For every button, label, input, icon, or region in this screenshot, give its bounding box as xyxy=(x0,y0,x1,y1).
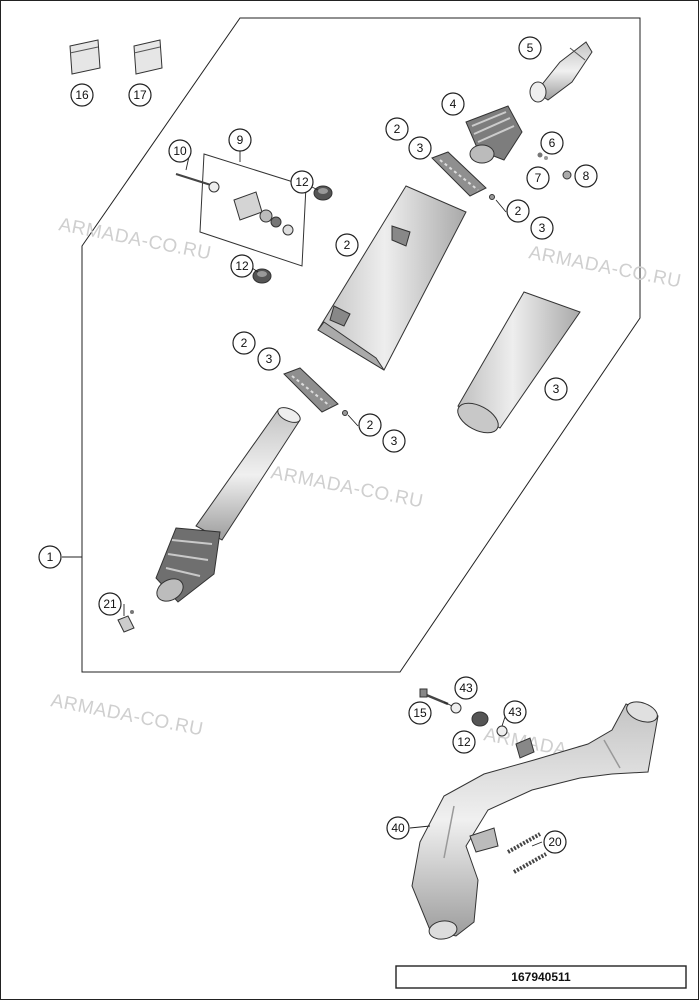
svg-text:40: 40 xyxy=(391,821,405,835)
gasket-lower xyxy=(283,367,339,413)
watermark-text: ARMADA-CO.RU xyxy=(49,690,205,740)
end-cap-part-5 xyxy=(529,41,593,103)
callout-43: 43 xyxy=(503,700,527,724)
insulation-part-3 xyxy=(457,291,581,434)
small-screw-part-6 xyxy=(537,152,543,158)
svg-text:20: 20 xyxy=(548,835,562,849)
grommet-part-12-top xyxy=(313,185,333,201)
callout-1: 1 xyxy=(38,545,62,569)
callout-10: 10 xyxy=(168,139,192,163)
rivet-lower xyxy=(342,410,348,416)
clamp-part-21 xyxy=(117,610,135,633)
callout-43: 43 xyxy=(454,676,478,700)
svg-text:3: 3 xyxy=(539,221,546,235)
muffler-core-part-1 xyxy=(155,407,301,603)
svg-text:3: 3 xyxy=(417,141,424,155)
callout-12: 12 xyxy=(452,730,476,754)
callout-3: 3 xyxy=(408,136,432,160)
washer-part-7 xyxy=(544,156,548,160)
svg-text:21: 21 xyxy=(103,597,117,611)
sticker-part-17 xyxy=(133,39,163,75)
svg-text:12: 12 xyxy=(295,175,309,189)
muffler-group-outline xyxy=(81,17,641,673)
svg-text:2: 2 xyxy=(515,204,522,218)
svg-text:5: 5 xyxy=(527,41,534,55)
callout-12: 12 xyxy=(230,254,254,278)
svg-text:9: 9 xyxy=(237,133,244,147)
callout-9: 9 xyxy=(228,128,252,152)
callout-2: 2 xyxy=(335,233,359,257)
svg-text:17: 17 xyxy=(133,88,147,102)
reference-number: 167940511 xyxy=(511,970,571,984)
callout-3: 3 xyxy=(382,429,406,453)
callout-3: 3 xyxy=(257,347,281,371)
callout-8: 8 xyxy=(574,164,598,188)
washer-part-43-b xyxy=(496,725,508,737)
svg-text:10: 10 xyxy=(173,144,187,158)
callout-3: 3 xyxy=(544,377,568,401)
header-pipe-part-40 xyxy=(411,701,659,940)
watermark-text: ARMADA-CO.RU xyxy=(57,214,213,264)
svg-text:2: 2 xyxy=(394,122,401,136)
callout-2: 2 xyxy=(506,199,530,223)
end-cap-part-4 xyxy=(465,105,523,164)
svg-text:12: 12 xyxy=(457,735,471,749)
svg-text:1: 1 xyxy=(47,550,54,564)
svg-text:16: 16 xyxy=(75,88,89,102)
svg-text:2: 2 xyxy=(367,418,374,432)
grommet-part-12-lower xyxy=(471,711,489,727)
callout-5: 5 xyxy=(518,36,542,60)
callout-2: 2 xyxy=(358,413,382,437)
callout-17: 17 xyxy=(128,83,152,107)
callout-16: 16 xyxy=(70,83,94,107)
svg-text:8: 8 xyxy=(583,169,590,183)
callout-20: 20 xyxy=(543,830,567,854)
rivet-upper xyxy=(489,194,495,200)
svg-text:12: 12 xyxy=(235,259,249,273)
washer-part-43-a xyxy=(450,702,462,714)
reference-number-box: 167940511 xyxy=(395,965,687,989)
callout-4: 4 xyxy=(441,92,465,116)
svg-text:15: 15 xyxy=(413,706,427,720)
sticker-part-16 xyxy=(69,39,101,75)
header-bolt-part-15 xyxy=(419,688,449,706)
svg-text:3: 3 xyxy=(266,352,273,366)
callout-12: 12 xyxy=(290,170,314,194)
svg-text:2: 2 xyxy=(344,238,351,252)
mounting-kit-part-9 xyxy=(175,153,307,267)
callout-15: 15 xyxy=(408,701,432,725)
watermark-text: ARMADA-CO.RU xyxy=(269,462,425,512)
callout-7: 7 xyxy=(526,166,550,190)
callout-6: 6 xyxy=(540,131,564,155)
callout-3: 3 xyxy=(530,216,554,240)
nut-part-8 xyxy=(562,170,572,180)
svg-text:43: 43 xyxy=(508,705,522,719)
gasket-upper xyxy=(431,151,487,197)
callout-21: 21 xyxy=(98,592,122,616)
muffler-shell-part-2 xyxy=(317,185,467,371)
svg-text:3: 3 xyxy=(553,382,560,396)
callout-2: 2 xyxy=(232,331,256,355)
callout-40: 40 xyxy=(386,816,410,840)
svg-text:7: 7 xyxy=(535,171,542,185)
svg-text:6: 6 xyxy=(549,136,556,150)
watermark-text: ARMADA-CO.RU xyxy=(527,242,683,292)
svg-text:2: 2 xyxy=(241,336,248,350)
callout-2: 2 xyxy=(385,117,409,141)
spring-part-20 xyxy=(507,832,547,874)
grommet-part-12-mid xyxy=(252,268,272,284)
svg-text:4: 4 xyxy=(450,97,457,111)
svg-text:3: 3 xyxy=(391,434,398,448)
svg-text:43: 43 xyxy=(459,681,473,695)
